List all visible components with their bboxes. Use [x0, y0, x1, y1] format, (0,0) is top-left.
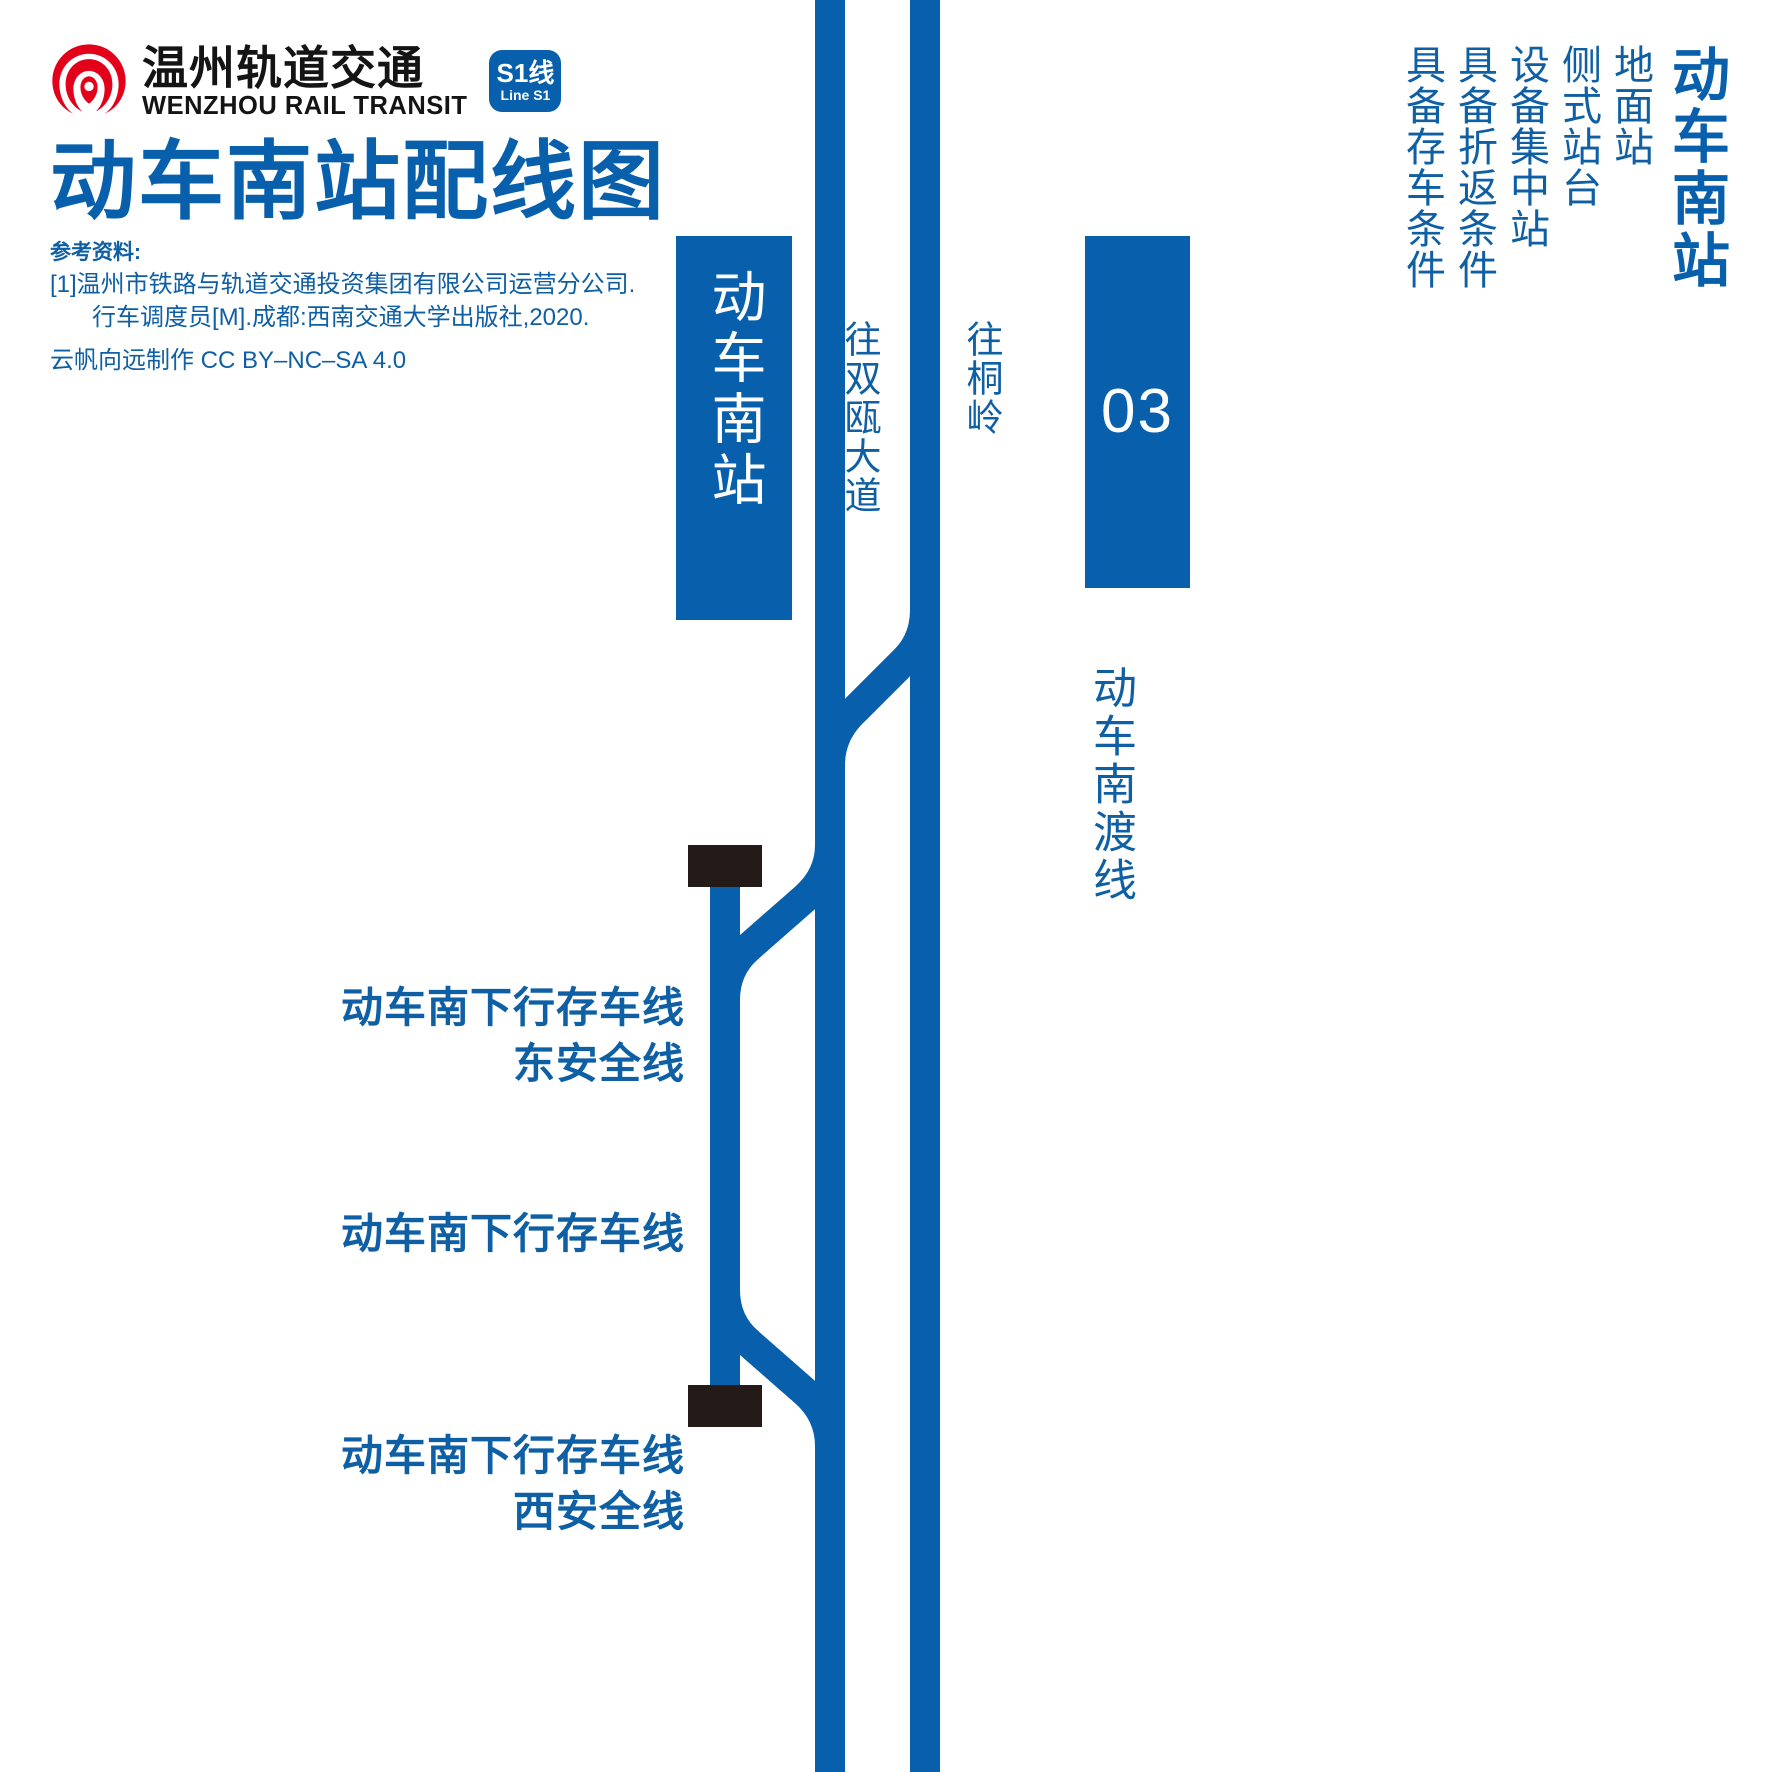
legend-note-2: 设备集中站: [1504, 44, 1548, 249]
credit-license: 云帆向远制作 CC BY–NC–SA 4.0: [50, 347, 407, 374]
siding-label-south-line2: 西安全线: [512, 1488, 685, 1535]
station-name-badge: 动车南站: [676, 236, 792, 620]
brand-name-cn: 温州轨道交通: [142, 41, 424, 94]
reference-line-1: [1]温州市铁路与轨道交通投资集团有限公司运营分公司.: [50, 271, 636, 298]
legend-note-3: 具备折返条件: [1452, 44, 1496, 290]
siding-label-middle-line1: 动车南下行存车线: [340, 1210, 685, 1257]
reference-block: 参考资料: [1]温州市铁路与轨道交通投资集团有限公司运营分公司. 行车调度员[…: [50, 238, 770, 377]
siding-label-middle: 动车南下行存车线: [185, 1206, 685, 1262]
siding-connection-north: [710, 815, 845, 1001]
header-block: 温州轨道交通 WENZHOU RAIL TRANSIT S1线 Line S1 …: [50, 42, 770, 377]
legend-notes: 地面站 侧式站台 设备集中站 具备折返条件 具备存车条件: [1396, 44, 1656, 290]
reference-line-2: 行车调度员[M].成都:西南交通大学出版社,2020.: [92, 304, 590, 331]
legend-note-1: 侧式站台: [1556, 44, 1600, 208]
siding-label-south: 动车南下行存车线 西安全线: [185, 1428, 685, 1540]
station-name-badge-label: 动车南站: [703, 268, 765, 512]
direction-label-tongling: 往桐岭: [961, 320, 1002, 437]
siding-connection-south: [710, 1289, 845, 1478]
crossover-line-label: 动车南渡线: [1086, 665, 1135, 905]
reference-heading: 参考资料:: [50, 241, 141, 264]
line-badge-cn: S1线: [496, 57, 555, 88]
brand-name-en: WENZHOU RAIL TRANSIT: [142, 91, 468, 120]
legend-block: 地面站 侧式站台 设备集中站 具备折返条件 具备存车条件 动车南站: [1396, 44, 1728, 292]
wenzhou-rail-transit-logo-icon: [50, 42, 128, 120]
line-badge-s1: S1线 Line S1: [489, 50, 562, 112]
station-number-badge: 03: [1085, 236, 1190, 588]
crossover-dongchenan: [815, 560, 940, 810]
siding-label-south-line1: 动车南下行存车线: [340, 1432, 685, 1479]
siding-label-north-line1: 动车南下行存车线: [340, 984, 685, 1031]
line-badge-en: Line S1: [500, 86, 551, 103]
track-group: [688, 0, 940, 1772]
brand-text: 温州轨道交通 WENZHOU RAIL TRANSIT: [142, 41, 468, 120]
direction-label-shuangou: 往双瓯大道: [839, 320, 880, 515]
siding-label-north: 动车南下行存车线 东安全线: [185, 980, 685, 1092]
legend-note-4: 具备存车条件: [1400, 44, 1444, 290]
legend-note-0: 地面站: [1608, 44, 1652, 167]
buffer-stop-north: [688, 845, 762, 887]
station-number-label: 03: [1101, 377, 1174, 446]
buffer-stop-south: [688, 1385, 762, 1427]
legend-station-title: 动车南站: [1663, 44, 1728, 292]
siding-label-north-line2: 东安全线: [512, 1040, 685, 1087]
page-title: 动车南站配线图: [50, 134, 666, 230]
brand-row: 温州轨道交通 WENZHOU RAIL TRANSIT S1线 Line S1: [50, 42, 770, 120]
